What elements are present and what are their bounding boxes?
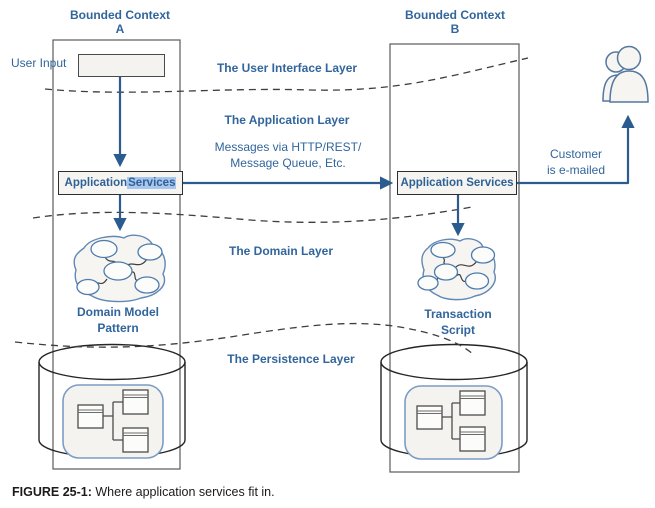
app-services-b-label: Application Services (400, 177, 514, 189)
app-services-a-word1: Application (64, 177, 128, 189)
app-services-a-word2-highlighted: Services (127, 177, 177, 189)
app-services-a-box: Application Services (58, 171, 183, 195)
transaction-script-label: Transaction Script (424, 307, 492, 337)
context-a-column (52, 39, 181, 470)
customer-emailed-label: Customer is e-mailed (546, 147, 606, 177)
label-messages-via-http: Messages via HTTP/REST/ Message Queue, E… (214, 140, 362, 170)
user-input-label: User Input (11, 56, 67, 70)
context-b-title: Bounded Context B (405, 8, 505, 36)
domain-model-blob-a-icon (73, 234, 166, 303)
table-relations-b-icon (404, 385, 503, 460)
figure-caption-text: Where application services fit in. (91, 485, 275, 499)
context-a-title: Bounded Context A (70, 8, 170, 36)
layer-divider-ui-application (44, 57, 529, 93)
context-b-column (389, 43, 520, 473)
layer-divider-domain-persistence (14, 322, 475, 356)
figure-caption-number: FIGURE 25-1: (12, 485, 92, 499)
domain-model-pattern-label: Domain Model Pattern (76, 305, 160, 335)
label-persistence-layer: The Persistence Layer (227, 352, 355, 366)
label-domain-layer: The Domain Layer (228, 244, 334, 258)
label-application-layer: The Application Layer (224, 113, 350, 127)
label-user-interface-layer: The User Interface Layer (216, 61, 358, 75)
user-input-box (78, 54, 165, 77)
layer-divider-application-domain (32, 206, 473, 223)
table-relations-a-icon (62, 384, 164, 459)
arrow-app-services-b-to-customer (515, 114, 635, 185)
figure-caption: FIGURE 25-1: Where application services … (12, 485, 275, 499)
domain-model-blob-b-icon (417, 238, 496, 301)
app-services-b-box: Application Services (397, 171, 517, 195)
customer-people-icon (602, 45, 649, 103)
